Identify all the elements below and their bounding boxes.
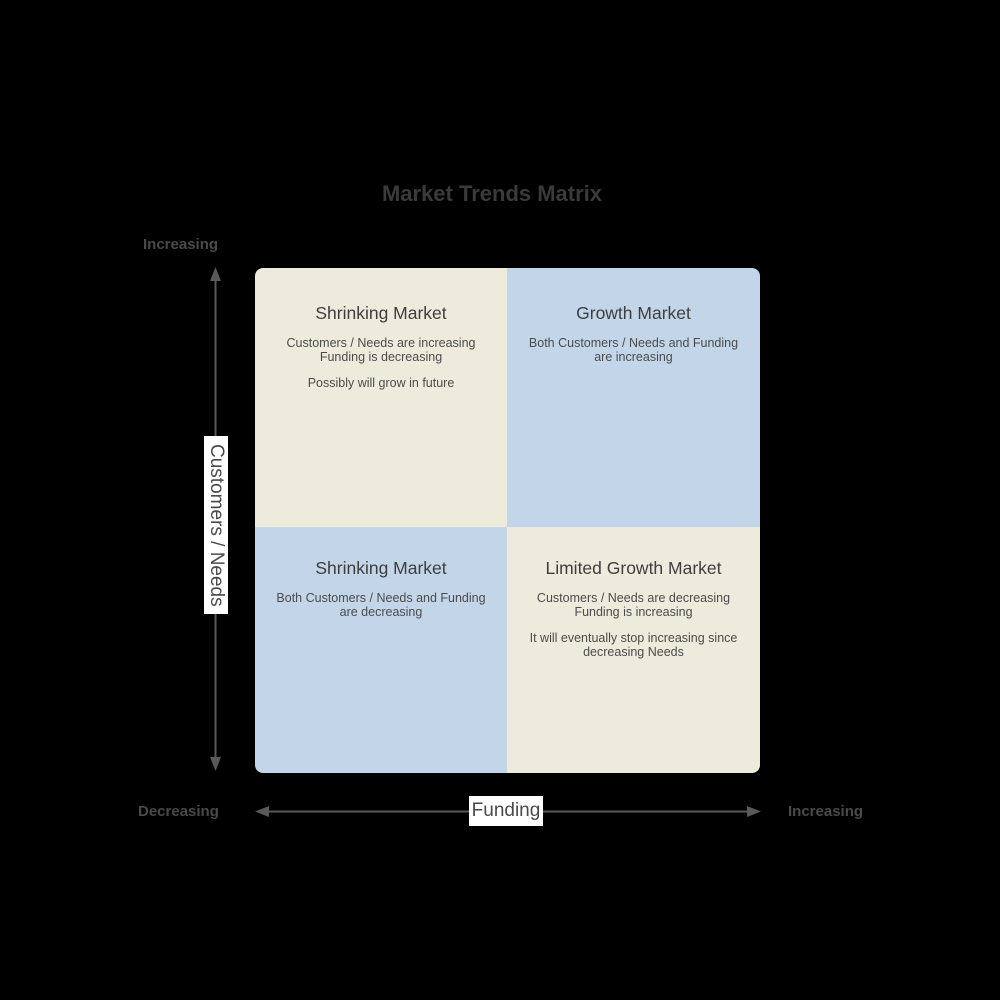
quadrant-body-line: Funding is increasing (574, 604, 693, 619)
x-axis-arrow-head-right-icon (747, 806, 761, 817)
quadrant-note-line: Possibly will grow in future (307, 376, 455, 390)
y-axis-label: Customers / Needs (204, 436, 228, 614)
quadrant-title: Limited Growth Market (545, 558, 722, 578)
quadrant-title: Shrinking Market (315, 558, 447, 578)
quadrant-body-line: Both Customers / Needs and Funding (528, 336, 739, 350)
quadrant-body-line: Customers / Needs are decreasing (536, 591, 731, 605)
quadrant-body-line: are increasing (594, 349, 673, 364)
matrix-grid: Shrinking Market Customers / Needs are i… (255, 268, 760, 773)
y-axis-arrow-head-up-icon (210, 267, 221, 281)
quadrant-note-line: decreasing Needs (583, 644, 684, 659)
quadrant-note-line: It will eventually stop increasing since (529, 631, 738, 645)
quadrant-bottom-left: Shrinking Market Both Customers / Needs … (255, 527, 507, 773)
quadrant-top-right: Growth Market Both Customers / Needs and… (507, 268, 760, 527)
axes-decreasing-label: Decreasing (138, 803, 219, 820)
quadrant-title: Growth Market (576, 303, 691, 323)
x-axis-increasing-label: Increasing (788, 803, 864, 820)
quadrant-body-line: Customers / Needs are increasing (286, 336, 476, 350)
x-axis-arrow-head-left-icon (255, 806, 269, 817)
quadrant-title: Shrinking Market (315, 303, 447, 323)
y-axis-arrow-head-down-icon (210, 757, 221, 771)
x-axis-label: Funding (469, 796, 543, 826)
quadrant-top-left: Shrinking Market Customers / Needs are i… (255, 268, 507, 527)
quadrant-body-line: Both Customers / Needs and Funding (276, 591, 486, 605)
quadrant-body-line: are decreasing (339, 604, 423, 619)
quadrant-body-line: Funding is decreasing (319, 349, 443, 364)
quadrant-bottom-right: Limited Growth Market Customers / Needs … (507, 527, 760, 773)
diagram-title: Market Trends Matrix (381, 181, 603, 206)
y-axis-increasing-label: Increasing (143, 236, 219, 253)
